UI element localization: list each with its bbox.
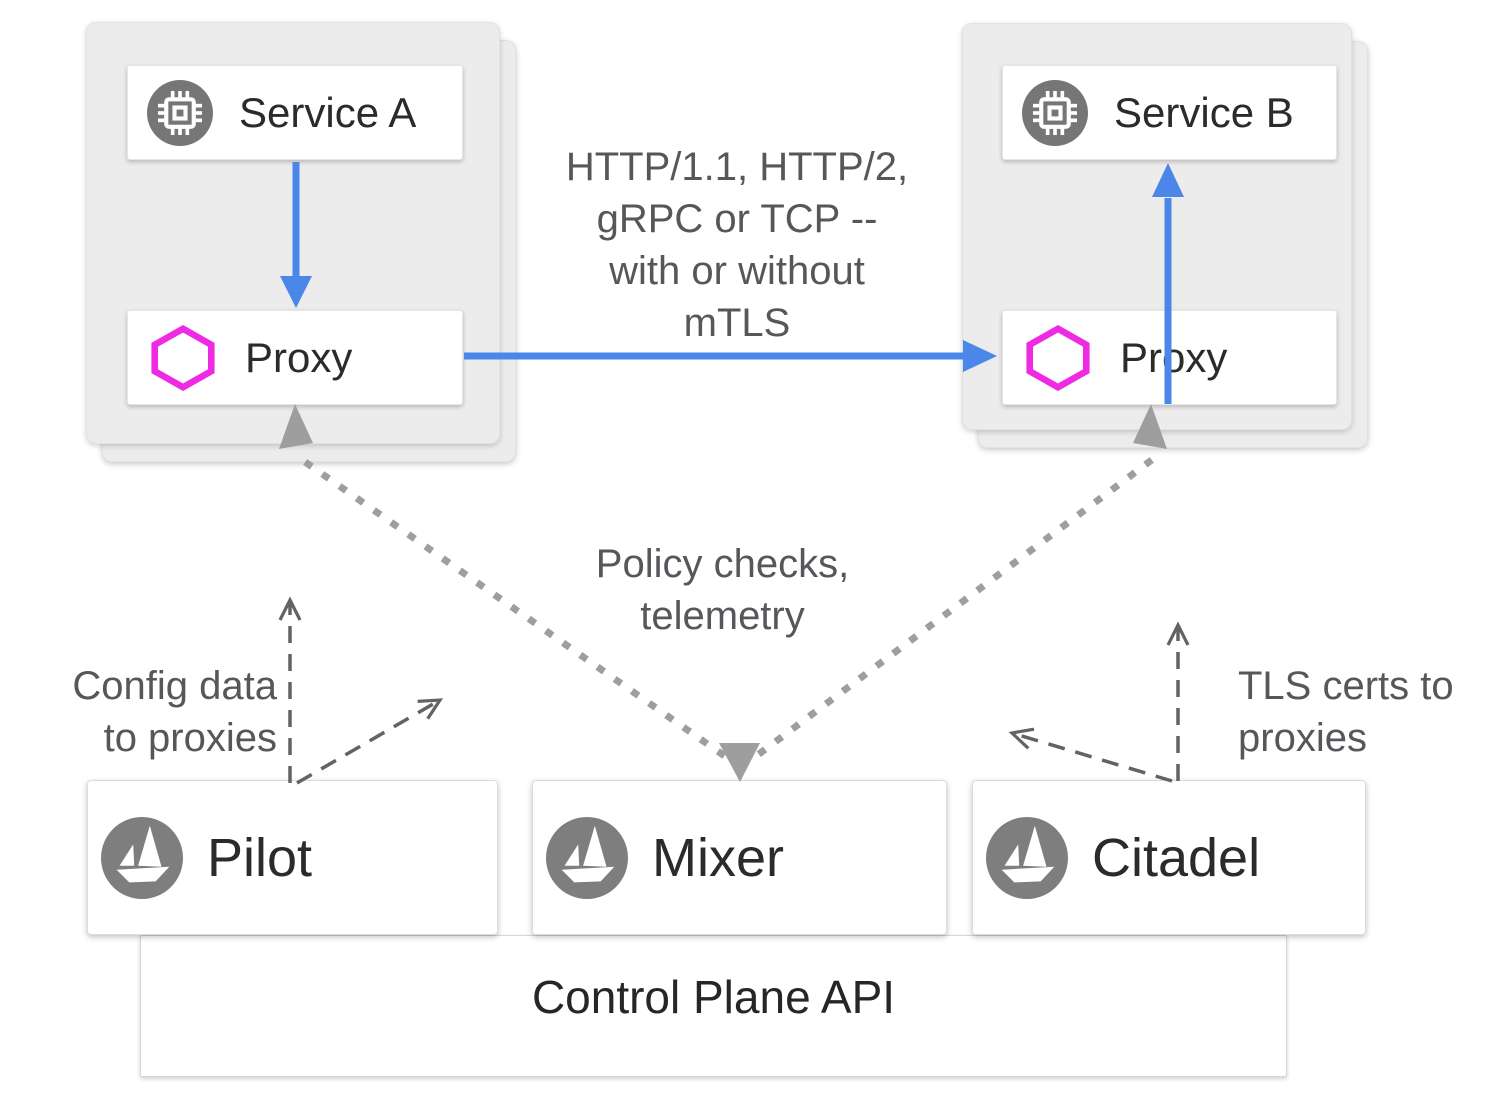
pilot-config-dashed-arrows	[278, 596, 444, 785]
service-b-node: Service B	[1002, 65, 1337, 160]
mixer-label: Mixer	[652, 827, 784, 888]
citadel-label: Citadel	[1092, 827, 1261, 888]
mixer-node: Mixer	[532, 780, 947, 935]
config-data-label: Config data to proxies	[72, 664, 277, 760]
service-a-node: Service A	[127, 65, 463, 160]
proxy-a-node: Proxy	[127, 310, 463, 405]
control-plane-api-label: Control Plane API	[531, 971, 896, 1023]
istio-sailboat-icon	[986, 816, 1068, 899]
hexagon-icon	[1022, 324, 1094, 391]
traffic-protocol-label: HTTP/1.1, HTTP/2, gRPC or TCP -- with or…	[565, 145, 909, 345]
istio-sailboat-icon	[546, 816, 628, 899]
tls-certs-label: TLS certs to proxies	[1238, 664, 1454, 760]
istio-sailboat-icon	[101, 816, 183, 899]
chip-icon	[147, 79, 213, 146]
proxy-b-label: Proxy	[1120, 333, 1228, 381]
service-a-label: Service A	[239, 88, 417, 136]
pilot-label: Pilot	[207, 827, 313, 888]
control-plane-api-bar: Control Plane API	[140, 935, 1287, 1077]
service-b-label: Service B	[1114, 88, 1294, 136]
citadel-tls-dashed-arrows	[1008, 621, 1190, 783]
policy-telemetry-label: Policy checks, telemetry	[595, 542, 850, 638]
mixer-dotted-arrowhead	[719, 743, 760, 782]
hexagon-icon	[147, 324, 219, 391]
citadel-node: Citadel	[972, 780, 1366, 935]
proxy-b-node: Proxy	[1002, 310, 1337, 405]
proxy-a-label: Proxy	[245, 333, 353, 381]
pilot-node: Pilot	[87, 780, 498, 935]
chip-icon	[1022, 79, 1088, 146]
